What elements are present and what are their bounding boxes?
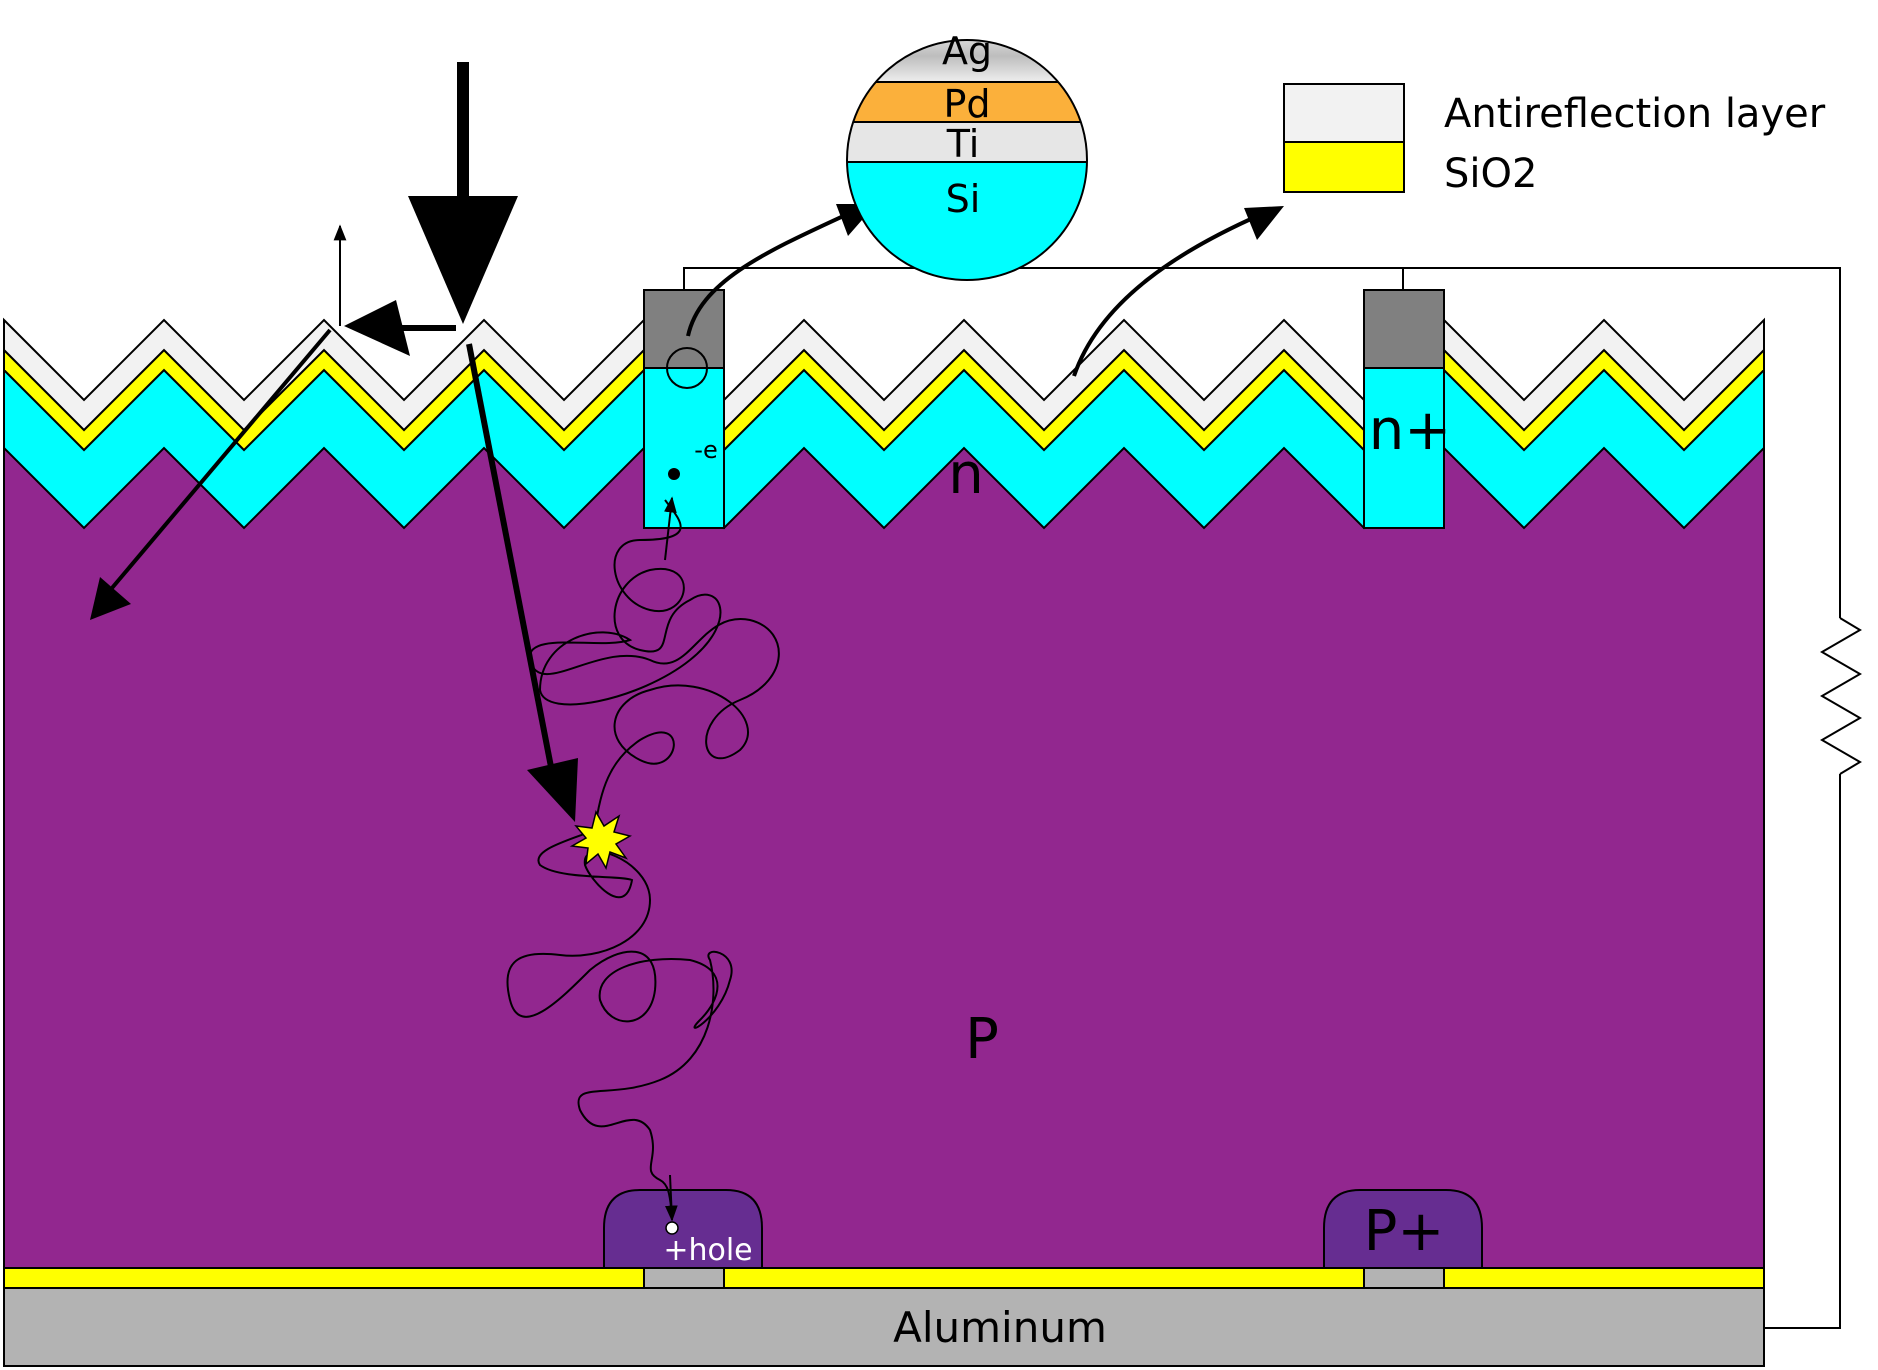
zoom-circle-outline: [846, 39, 1088, 281]
generation-spark-icon: [569, 810, 632, 870]
legend-swatch-sio2: [1283, 141, 1405, 193]
aluminum-back-contact: [3, 1287, 1765, 1367]
label-n-plus: n+: [1369, 398, 1451, 463]
light-rays: [90, 62, 578, 822]
circuit-wire-bottom: [1764, 774, 1841, 1329]
legend: [1283, 83, 1405, 193]
back-sio2-middle: [723, 1267, 1365, 1289]
label-n-region: n: [948, 442, 984, 507]
electron-path: [528, 499, 780, 831]
label-si: Si: [946, 177, 981, 221]
hole-path-arrow: [664, 1174, 678, 1222]
label-electron: -e: [694, 436, 717, 464]
circuit-wire-top: [683, 267, 1841, 618]
back-sio2-right: [1443, 1267, 1765, 1289]
legend-label-sio2: SiO2: [1444, 151, 1537, 197]
p-substrate: [3, 429, 1765, 1271]
back-sio2-left: [3, 1267, 645, 1289]
refracted-ray-small-head: [90, 577, 131, 620]
external-circuit: [683, 267, 1862, 1329]
label-ag: Ag: [942, 29, 992, 73]
callout-arrow-layers: [1072, 212, 1263, 377]
hole-path: [506, 829, 733, 1216]
back-opening-left: [643, 1267, 725, 1289]
zoom-pd-layer: [847, 81, 1087, 123]
label-p-plus: P+: [1364, 1199, 1445, 1264]
back-opening-right: [1363, 1267, 1445, 1289]
label-hole: +hole: [663, 1233, 752, 1268]
front-contact-right: [1363, 289, 1445, 369]
callout-arrow-contact: [686, 210, 853, 337]
p-plus-region-right: [1323, 1189, 1483, 1269]
front-contact-left: [643, 289, 725, 369]
label-p-region: P: [965, 1007, 999, 1072]
load-resistor: [1820, 617, 1862, 775]
p-plus-region-left: [603, 1189, 763, 1269]
electron-path-arrow: [664, 496, 677, 561]
reflected-ray-head: [344, 300, 410, 356]
label-ti: Ti: [946, 122, 980, 166]
label-aluminum: Aluminum: [893, 1303, 1107, 1352]
electron-dot: [668, 468, 680, 480]
legend-swatch-antireflection: [1283, 83, 1405, 143]
legend-label-antireflection: Antireflection layer: [1444, 91, 1826, 137]
hole-dot: [665, 1221, 679, 1235]
refracted-ray-main: [466, 343, 555, 773]
refracted-ray-small: [110, 328, 332, 590]
incident-ray-head: [408, 196, 518, 324]
contact-zoom-marker: [666, 347, 708, 389]
callout-arrow-layers-head: [1244, 206, 1284, 240]
refracted-ray-main-head: [527, 758, 578, 822]
label-pd: Pd: [943, 82, 990, 126]
